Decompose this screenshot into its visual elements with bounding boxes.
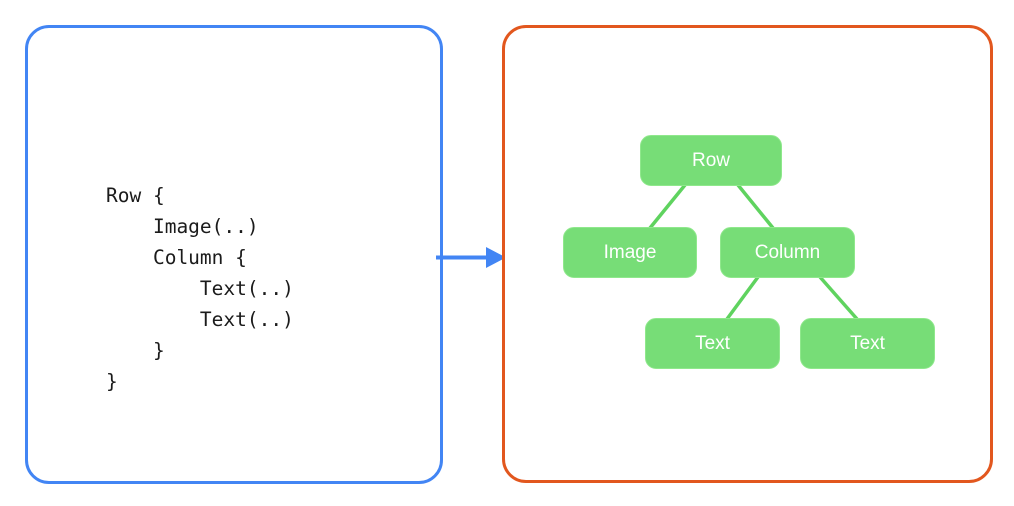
flow-arrow xyxy=(430,238,510,278)
code-snippet: Row { Image(..) Column { Text(..) Text(.… xyxy=(106,184,294,393)
tree-node-text-1[interactable]: Text xyxy=(645,318,780,369)
edge-row-column xyxy=(736,183,775,230)
tree-panel: Row Image Column Text Text xyxy=(502,25,993,483)
tree-edges xyxy=(648,183,859,321)
tree-node-image[interactable]: Image xyxy=(563,227,697,278)
tree-node-text-2[interactable]: Text xyxy=(800,318,935,369)
arrow-right-icon xyxy=(436,247,506,268)
tree-node-column[interactable]: Column xyxy=(720,227,855,278)
edge-row-image xyxy=(648,183,687,230)
edge-column-text1 xyxy=(725,275,760,321)
component-tree: Row Image Column Text Text xyxy=(505,28,996,486)
tree-node-row[interactable]: Row xyxy=(640,135,782,186)
edge-column-text2 xyxy=(818,275,859,321)
code-panel: Row { Image(..) Column { Text(..) Text(.… xyxy=(25,25,443,484)
